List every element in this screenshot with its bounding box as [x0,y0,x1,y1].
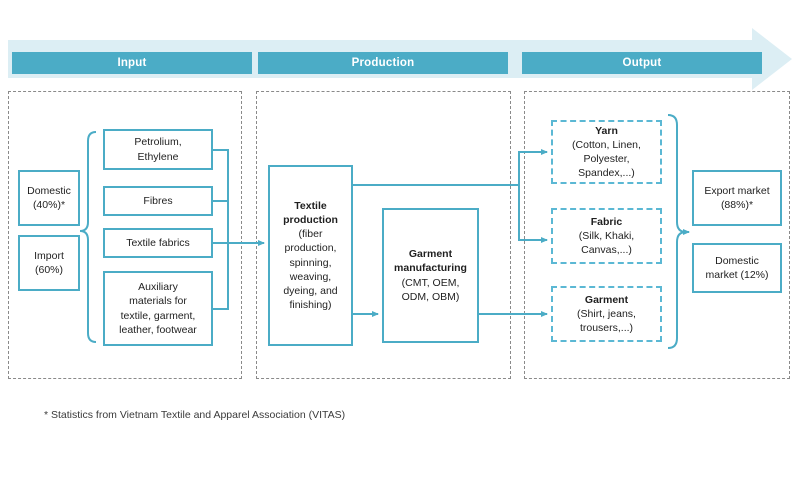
footnote-vitas: * Statistics from Vietnam Textile and Ap… [44,409,346,421]
output-product-fabric-title: Fabric [590,215,623,228]
input-material-textile-fabrics: Textile fabrics [103,228,213,258]
output-product-yarn-title: Yarn [595,124,618,137]
input-material-petrolium: Petrolium,Ethylene [103,129,213,170]
output-market-export-text: Export market(88%)* [704,184,770,211]
output-product-garment: Garment (Shirt, jeans,trousers,...) [551,286,662,342]
phase-label-output: Output [522,52,762,74]
output-market-export: Export market(88%)* [692,170,782,226]
input-source-domestic-text: Domestic(40%)* [27,184,71,211]
input-material-fibres: Fibres [103,186,213,216]
phase-label-production: Production [258,52,508,74]
output-product-garment-detail: (Shirt, jeans,trousers,...) [577,307,636,335]
input-material-textile-fabrics-text: Textile fabrics [126,236,190,249]
input-material-fibres-text: Fibres [143,194,173,207]
output-product-garment-title: Garment [584,293,629,306]
production-step-garment-detail: (CMT, OEM,ODM, OBM) [401,276,460,303]
output-product-fabric-detail: (Silk, Khaki,Canvas,...) [578,229,635,257]
input-material-petrolium-text: Petrolium,Ethylene [134,136,182,163]
input-source-domestic: Domestic(40%)* [18,170,80,226]
input-source-import-text: Import(60%) [34,249,64,276]
output-product-yarn: Yarn (Cotton, Linen,Polyester,Spandex,..… [551,120,662,184]
section-container-input [8,91,242,379]
input-source-import: Import(60%) [18,235,80,291]
output-product-fabric: Fabric (Silk, Khaki,Canvas,...) [551,208,662,264]
output-product-yarn-detail: (Cotton, Linen,Polyester,Spandex,...) [572,138,641,180]
section-container-production [256,91,511,379]
phase-label-input: Input [12,52,252,74]
